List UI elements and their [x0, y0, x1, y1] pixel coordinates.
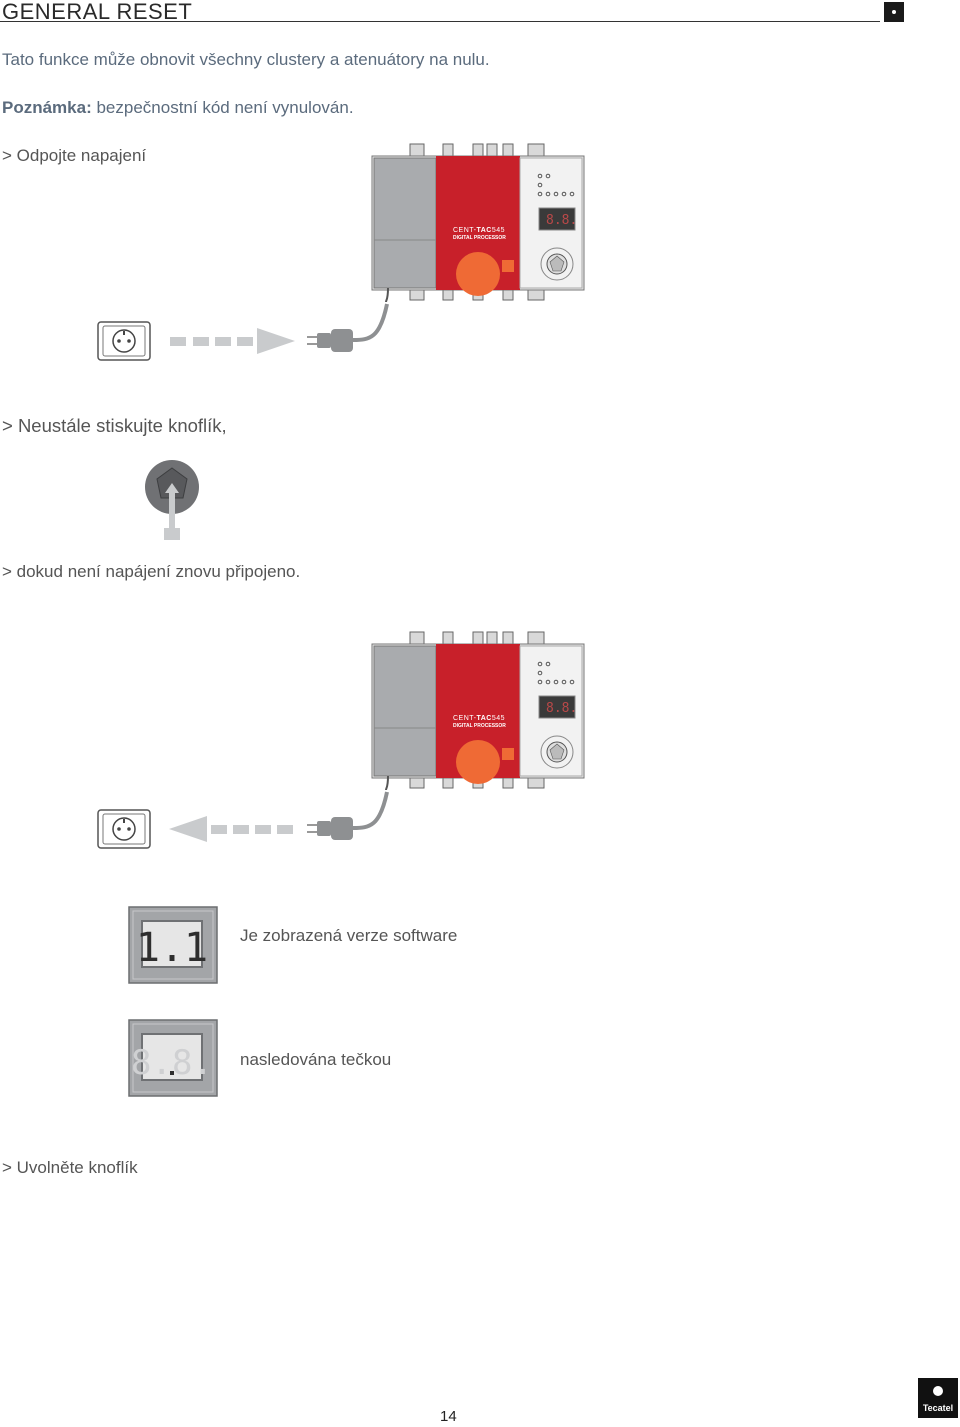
caption-followed-by-dot: nasledována tečkou	[240, 1050, 392, 1069]
page-number: 14	[440, 1408, 457, 1425]
power-plug-icon-2	[307, 791, 389, 840]
socket-disconnect-diagram	[97, 303, 389, 361]
step-release-knob: > Uvolněte knoflík	[2, 1158, 138, 1177]
device-2-display: 8.8.	[546, 701, 577, 716]
step-disconnect: > Odpojte napajení	[2, 146, 147, 165]
socket-reconnect-diagram	[97, 791, 389, 849]
brand-logo: Tecatel	[918, 1378, 958, 1418]
power-plug-icon	[307, 303, 389, 352]
svg-text:CENT-TAC545: CENT-TAC545	[453, 715, 505, 722]
device-subtitle: DIGITAL PROCESSOR	[453, 235, 506, 241]
arrow-right-icon	[170, 328, 295, 354]
intro-text: Tato funkce může obnovit všechny cluster…	[2, 50, 490, 69]
arrow-left-icon	[169, 816, 293, 842]
header-marker-icon	[884, 2, 904, 22]
device-display: 8.8.	[546, 213, 577, 228]
note-label: Poznámka:	[2, 98, 92, 117]
lcd-display-version-value: 1.1	[136, 925, 208, 971]
title-rule	[0, 21, 880, 22]
device-model-prefix: CENT-	[453, 227, 477, 234]
device-2-model-main: TAC	[477, 715, 492, 722]
device-2-model-prefix: CENT-	[453, 715, 477, 722]
device-illustration-1: CENT-TAC545 DIGITAL PROCESSOR 8.8.	[371, 143, 585, 303]
brand-name: Tecatel	[922, 1403, 954, 1413]
lcd-display-version: 1.1	[128, 906, 218, 984]
wall-socket-icon	[97, 321, 151, 361]
knob-press-icon	[145, 460, 199, 540]
caption-software-version: Je zobrazená verze software	[240, 926, 458, 945]
lcd-display-dot-value: 8.8.	[131, 1043, 213, 1083]
device-illustration-2: CENT-TAC545 DIGITAL PROCESSOR 8.8.	[371, 631, 585, 791]
note-body: bezpečnostní kód není vynulován.	[91, 98, 354, 117]
brand-dot-icon	[933, 1386, 943, 1396]
page-title: GENERAL RESET	[2, 0, 193, 24]
lcd-display-dot: 8.8.	[128, 1019, 218, 1097]
device-2-model-suffix: 545	[492, 715, 505, 722]
device-model-suffix: 545	[492, 227, 505, 234]
svg-text:CENT-TAC545: CENT-TAC545	[453, 227, 505, 234]
device-2-subtitle: DIGITAL PROCESSOR	[453, 723, 506, 729]
step-press-knob: > Neustále stiskujte knoflík,	[2, 415, 227, 436]
note-text: Poznámka: bezpečnostní kód není vynulová…	[2, 98, 354, 118]
step-reconnect: > dokud není napájení znovu připojeno.	[2, 562, 301, 581]
wall-socket-icon-2	[97, 809, 151, 849]
device-model-main: TAC	[477, 227, 492, 234]
